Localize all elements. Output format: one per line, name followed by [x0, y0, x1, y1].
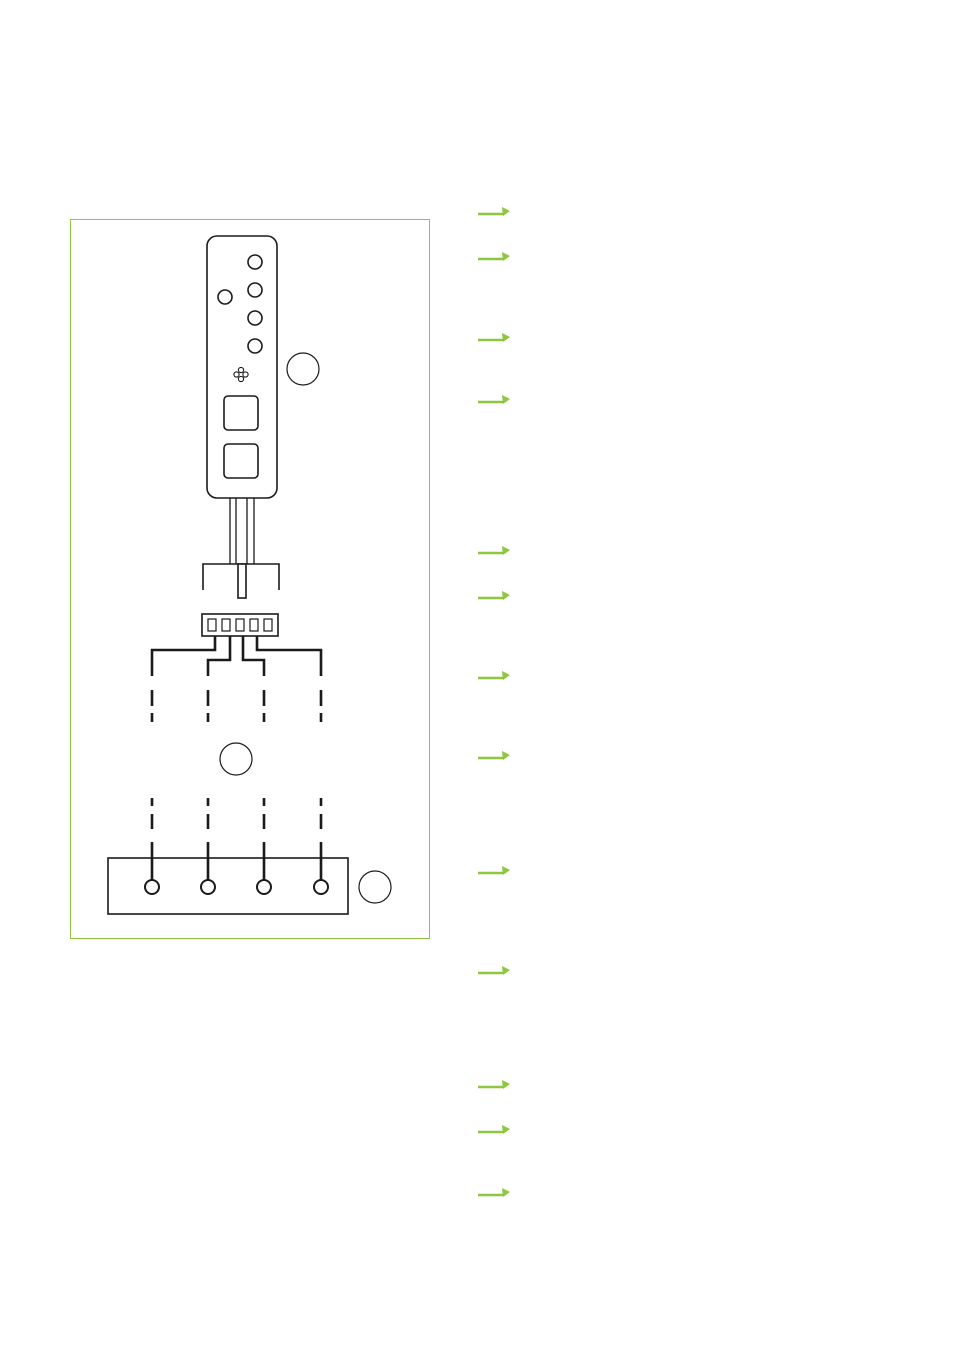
arrow-right-icon: [478, 966, 510, 975]
arrow-right-icon: [478, 591, 510, 600]
socket-connector: [201, 613, 279, 637]
arrow-right-icon: [478, 1125, 510, 1134]
arrow-right-icon: [478, 751, 510, 760]
panel-cable: [229, 498, 255, 564]
connector-pin: [221, 618, 231, 632]
indicator-light: [247, 254, 263, 270]
arrow-right-icon: [478, 546, 510, 555]
arrow-right-icon: [478, 1188, 510, 1197]
diagram-frame: [70, 219, 430, 939]
wires-dashed-lower: [150, 798, 323, 829]
wires-lower: [150, 842, 323, 880]
indicator-light: [217, 289, 233, 305]
terminal-screw: [256, 879, 272, 895]
terminal-block: [107, 857, 349, 915]
indicator-light: [247, 338, 263, 354]
connector-pin: [249, 618, 259, 632]
callout-circle: [358, 870, 392, 904]
indicator-light: [247, 282, 263, 298]
wires-dashed-upper: [150, 690, 323, 722]
fan-icon: [233, 366, 249, 383]
terminal-screw: [313, 879, 329, 895]
arrow-right-icon: [478, 333, 510, 342]
wires-upper: [150, 636, 323, 676]
cable-plug: [202, 563, 280, 599]
arrow-right-icon: [478, 866, 510, 875]
panel-button[interactable]: [223, 443, 259, 479]
arrow-right-icon: [478, 671, 510, 680]
terminal-screw: [144, 879, 160, 895]
callout-circle: [286, 352, 320, 386]
arrow-right-icon: [478, 1080, 510, 1089]
arrow-right-icon: [478, 395, 510, 404]
arrow-right-icon: [478, 252, 510, 261]
connector-pin: [263, 618, 273, 632]
callout-circle: [219, 742, 253, 776]
arrow-right-icon: [478, 207, 510, 216]
connector-pin: [207, 618, 217, 632]
panel-button[interactable]: [223, 395, 259, 431]
terminal-screw: [200, 879, 216, 895]
connector-pin: [235, 618, 245, 632]
indicator-light: [247, 310, 263, 326]
control-panel: [206, 235, 278, 499]
